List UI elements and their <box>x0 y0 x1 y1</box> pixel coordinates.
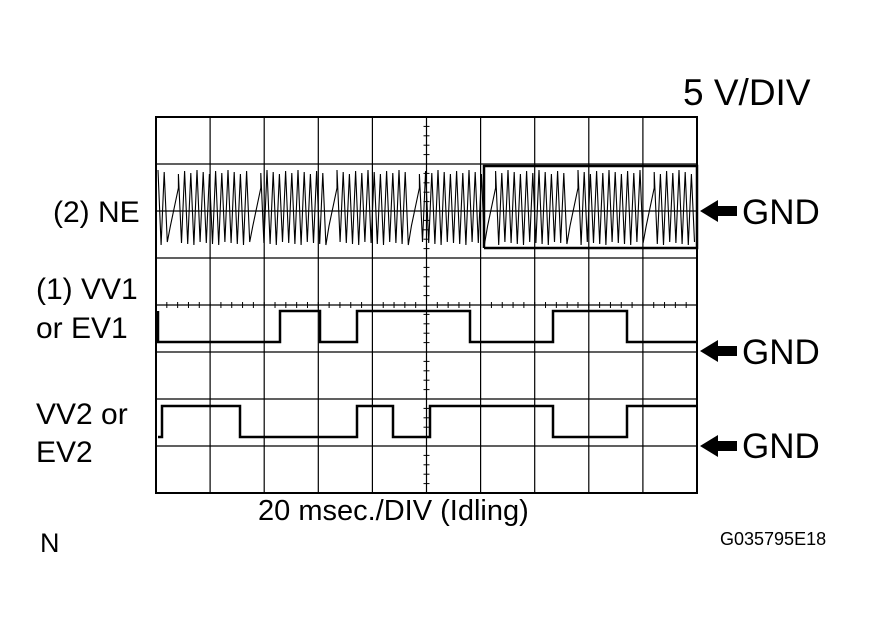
vv1-waveform <box>156 309 697 344</box>
vv2-channel-label-line1: VV2 or <box>36 398 128 431</box>
ne-highlight-box <box>482 164 699 250</box>
gnd-arrow-vv1 <box>700 340 737 362</box>
gnd-arrow-ne <box>700 200 737 222</box>
ne-ground-label: GND <box>742 193 820 232</box>
vv1-ground-label: GND <box>742 333 820 372</box>
vv2-channel-label-line2: EV2 <box>36 436 93 469</box>
gnd-arrow-vv2 <box>700 435 737 457</box>
vv1-channel-label-line1: (1) VV1 <box>36 273 138 306</box>
corner-mark: N <box>40 528 60 558</box>
vv2-ground-label: GND <box>742 427 820 466</box>
timebase-label: 20 msec./DIV (Idling) <box>258 495 529 527</box>
ne-channel-label: (2) NE <box>53 196 140 229</box>
figure-id: G035795E18 <box>720 529 827 549</box>
ne-waveform <box>157 169 696 246</box>
vv2-waveform <box>158 404 697 439</box>
vv1-channel-label-line2: or EV1 <box>36 312 128 345</box>
voltage-scale-label: 5 V/DIV <box>683 72 811 113</box>
